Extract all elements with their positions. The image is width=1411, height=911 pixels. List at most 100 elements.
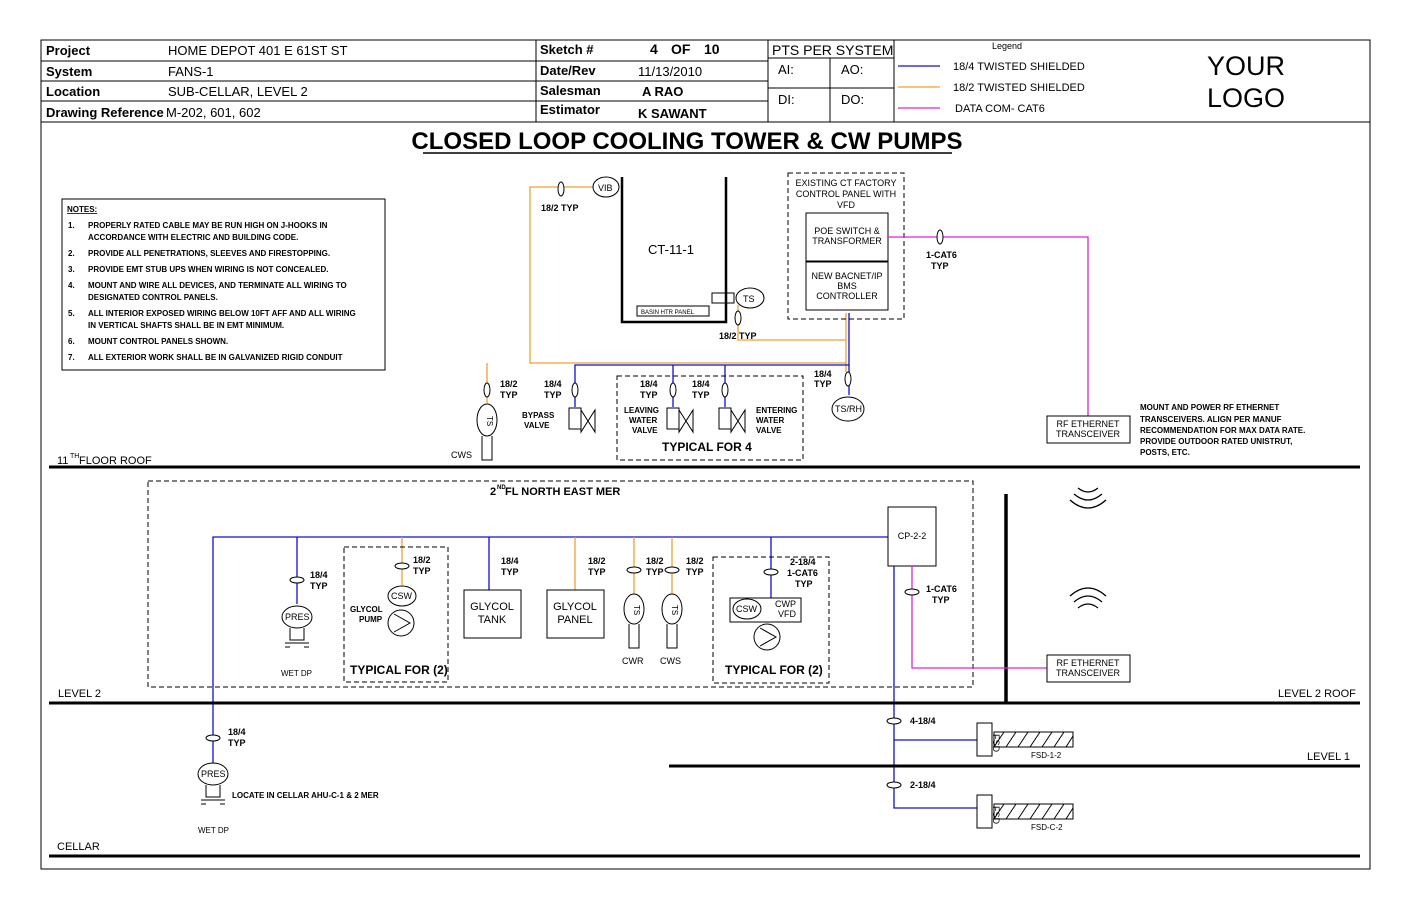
ts-mount (711, 292, 735, 304)
glycol-pump-l1: GLYCOL (350, 605, 383, 614)
cooling-tower-outline (620, 177, 728, 324)
note-3-num: 3. (68, 265, 75, 274)
cws2-sensor (661, 593, 683, 625)
note-1-l2: ACCORDANCE WITH ELECTRIC AND BUILDING CO… (88, 233, 298, 242)
sketch-total: 10 (704, 41, 720, 57)
diagram-title: CLOSED LOOP COOLING TOWER & CW PUMPS (411, 128, 962, 155)
level1-label: LEVEL 1 (1307, 751, 1350, 763)
cws2-tag (664, 566, 680, 574)
system-value: FANS-1 (168, 64, 214, 79)
cat6-typ-roof: TYP (931, 261, 949, 271)
pres-cellar-dp-icon (201, 785, 225, 805)
entering-typ: TYP (692, 390, 710, 400)
entering-l1: ENTERING (756, 406, 797, 415)
cwr-typ: TYP (646, 567, 664, 577)
cwp-tag (763, 568, 779, 576)
system-label: System (46, 64, 92, 79)
tsrh-typ: TYP (814, 379, 832, 389)
csw-a-label: CSW (391, 591, 413, 601)
cwr-ts: TS (632, 605, 641, 615)
basin-htr-panel (636, 305, 710, 317)
sketch-num: 4 (650, 41, 658, 57)
pres-cellar-typ: TYP (228, 738, 246, 748)
cooling-tower-label: CT-11-1 (648, 242, 694, 257)
ts-cable-label: 18/2 TYP (719, 331, 757, 341)
cws2-well (666, 624, 678, 649)
ao-label: AO: (841, 62, 863, 77)
leaving-l2: WATER (629, 416, 658, 425)
roof-floor-sup: TH (70, 453, 79, 460)
vib-cable-label: 18/2 TYP (541, 203, 579, 213)
wire-cat6-roof (888, 236, 1089, 416)
pres-cellar-tag (205, 734, 221, 742)
tank-cable: 18/4 (501, 556, 519, 566)
wire-182-vib (529, 186, 846, 364)
pres-l2-tag (289, 576, 305, 584)
glycol-tank-l1: GLYCOL (470, 601, 514, 613)
glycol-pump-icon (387, 609, 415, 637)
cwp-cable1: 2-18/4 (790, 557, 816, 567)
project-label: Project (46, 43, 91, 58)
wire-184-roof (574, 313, 850, 407)
wire-184-trunk (212, 536, 888, 765)
note-1-num: 1. (68, 221, 75, 230)
panel-typ: TYP (588, 567, 606, 577)
csw-b-label: CSW (736, 604, 758, 614)
location-label: Location (46, 84, 100, 99)
note-2-num: 2. (68, 249, 75, 258)
cwr-label: CWR (622, 656, 644, 666)
pres-l2-typ: TYP (310, 581, 328, 591)
cw-pump-arrow (759, 627, 778, 647)
leaving-cable: 18/4 (640, 379, 658, 389)
notes-heading: NOTES: (67, 205, 97, 214)
salesman-value: A RAO (642, 84, 683, 99)
poe-l2: TRANSFORMER (812, 236, 882, 246)
cws-roof-well (481, 436, 493, 461)
pres-cellar-label: PRES (201, 769, 226, 779)
sketch-label: Sketch # (540, 42, 594, 57)
cws-roof-sensor (476, 403, 498, 437)
cw-pump-icon (753, 623, 781, 651)
basin-htr-label: BASIN HTR PANEL (641, 310, 695, 316)
typical2-a-label: TYPICAL FOR (2) (350, 663, 448, 677)
location-value: SUB-CELLAR, LEVEL 2 (168, 84, 308, 99)
level2-roof-label: LEVEL 2 ROOF (1278, 688, 1356, 700)
cws2-typ: TYP (686, 567, 704, 577)
cwp-cable2: 1-CAT6 (787, 568, 818, 578)
mer-rest: FL NORTH EAST MER (505, 486, 620, 498)
ct-factory-panel (787, 172, 905, 320)
cws2-ts: TS (670, 605, 679, 615)
cat6-typ-lower: TYP (932, 595, 950, 605)
note-7-num: 7. (68, 353, 75, 362)
note-7-l1: ALL EXTERIOR WORK SHALL BE IN GALVANIZED… (88, 353, 343, 362)
title-block (41, 40, 1370, 123)
pres-l2-label: PRES (285, 612, 310, 622)
roof-floor-rest: FLOOR ROOF (79, 455, 152, 467)
legend-label-cat6: DATA COM- CAT6 (955, 103, 1045, 115)
glycol-panel-l1: GLYCOL (553, 601, 597, 613)
cwr-well (628, 624, 640, 649)
ct-panel-l3: VFD (837, 200, 856, 210)
glycol-pump-arrow (393, 613, 412, 633)
cp-2-2-label: CP-2-2 (898, 531, 927, 541)
typical4-label: TYPICAL FOR 4 (662, 440, 752, 454)
fsd1-damper (993, 731, 1074, 748)
note-6-num: 6. (68, 337, 75, 346)
bypass-l1: BYPASS (522, 411, 555, 420)
rf-transceiver-lower (1046, 654, 1131, 683)
typical2-box-a (343, 546, 449, 683)
leaving-typ: TYP (640, 390, 658, 400)
entering-cable: 18/4 (692, 379, 710, 389)
sketch-of: OF (671, 41, 691, 57)
rf-transceiver-roof (1046, 415, 1131, 444)
typical4-box (616, 375, 804, 461)
csw-a-sensor (387, 585, 417, 607)
rf-note-l2: TRANSCEIVERS. ALIGN PER MANUF (1140, 415, 1282, 424)
entering-actuator (718, 407, 732, 430)
note-4-num: 4. (68, 281, 75, 290)
fsd1-label: FSD-1-2 (1031, 751, 1062, 760)
cat6-tag-lower (904, 588, 920, 596)
rf-roof-l2: TRANSCEIVER (1056, 429, 1121, 439)
rf-roof-l1: RF ETHERNET (1057, 419, 1121, 429)
